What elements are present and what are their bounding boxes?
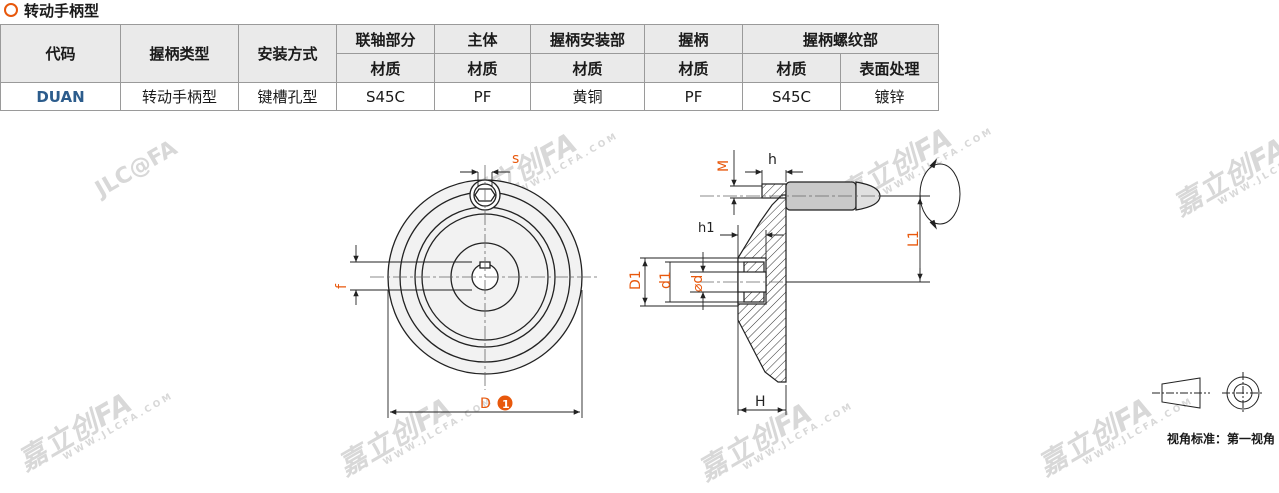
- th-handle-type: 握柄类型: [120, 24, 239, 83]
- cell-thread-mat: S45C: [742, 82, 841, 111]
- table-row: DUAN 转动手柄型 键槽孔型 S45C PF 黄铜 PF S45C 镀锌: [0, 82, 939, 111]
- th-handle: 握柄: [644, 24, 743, 54]
- th-surface: 表面处理: [840, 53, 939, 83]
- cell-handle-mat: PF: [644, 82, 743, 111]
- table-subheader-row: 材质 材质 材质 材质 材质 表面处理: [1, 53, 939, 83]
- dim-label-h1: h1: [698, 221, 715, 236]
- th-thread: 握柄螺纹部: [742, 24, 939, 54]
- view-standard-label: 视角标准：第一视角: [1166, 432, 1275, 446]
- cell-code: DUAN: [0, 82, 121, 111]
- cell-body-mat: PF: [434, 82, 531, 111]
- projection-symbol-icon: [1152, 372, 1264, 414]
- section-title: 转动手柄型: [4, 0, 99, 20]
- th-code: 代码: [0, 24, 121, 83]
- dim-label-d: ⌀d: [690, 275, 706, 292]
- section-title-text: 转动手柄型: [24, 1, 100, 20]
- cell-shaft-mat: S45C: [336, 82, 435, 111]
- dim-label-s: s: [512, 151, 519, 167]
- dim-label-d1: d1: [658, 271, 674, 289]
- rotation-arrow-icon: [919, 158, 961, 230]
- cell-handle-type: 转动手柄型: [120, 82, 239, 111]
- dim-label-L1: L1: [906, 230, 922, 247]
- th-material: 材质: [336, 53, 435, 83]
- dim-label-D1: D1: [628, 270, 644, 290]
- th-material: 材质: [530, 53, 645, 83]
- cell-handle-mount-mat: 黄铜: [530, 82, 645, 111]
- th-handle-mount: 握柄安装部: [530, 24, 645, 54]
- dim-label-f: f: [334, 283, 350, 289]
- cell-surface: 镀锌: [840, 82, 939, 111]
- circle-bullet-icon: [4, 3, 18, 17]
- dim-label-D: D: [480, 396, 491, 412]
- dim-label-M: M: [716, 160, 732, 172]
- spec-table: 代码 握柄类型 安装方式 联轴部分 主体 握柄安装部 握柄 握柄螺纹部 材质 材…: [0, 24, 939, 111]
- dim-label-H: H: [755, 394, 766, 410]
- th-shaft: 联轴部分: [336, 24, 435, 54]
- th-material: 材质: [644, 53, 743, 83]
- table-header-row: 代码 握柄类型 安装方式 联轴部分 主体 握柄安装部 握柄 握柄螺纹部: [0, 24, 939, 83]
- technical-drawing: s f D 1: [334, 150, 1264, 418]
- front-dimensions: [350, 169, 583, 418]
- front-view: [370, 165, 600, 390]
- side-dimensions: [640, 150, 930, 415]
- th-material: 材质: [742, 53, 841, 83]
- note-number: 1: [502, 398, 510, 411]
- th-body: 主体: [434, 24, 531, 54]
- note-1-icon: [497, 395, 513, 411]
- dim-label-h: h: [768, 152, 777, 168]
- cell-mount: 键槽孔型: [238, 82, 337, 111]
- side-view: [700, 181, 900, 383]
